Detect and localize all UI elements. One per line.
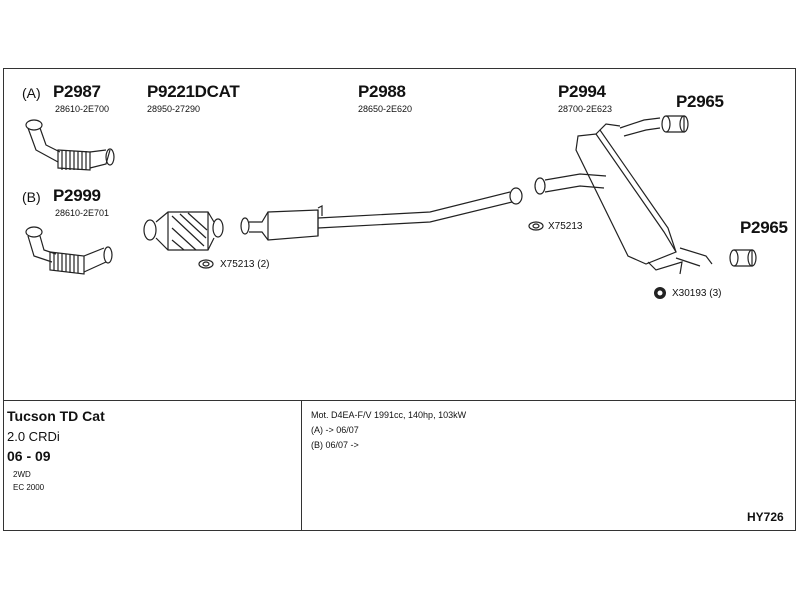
divider-horizontal [3,400,796,401]
part-code-p2965-top[interactable]: P2965 [676,92,724,111]
motor-note: Mot. D4EA-F/V 1991cc, 140hp, 103kW [311,410,467,420]
part-code-p2994[interactable]: P2994 [558,82,606,101]
clamp-label[interactable]: X30193 (3) [672,288,722,299]
catalog-code: HY726 [747,510,784,524]
gasket-label-right[interactable]: X75213 [548,221,583,232]
gasket-label-left[interactable]: X75213 (2) [220,259,270,270]
vehicle-engine: 2.0 CRDi [7,429,60,444]
gasket-symbol-left [198,259,214,269]
oem-number-p2987: 28610-2E700 [55,104,110,114]
variant-b-marker: (B) [22,189,41,205]
oem-number-p2988: 28650-2E620 [358,104,413,114]
middle-pipe-drawing [240,187,523,241]
vehicle-emission: EC 2000 [13,483,45,492]
variant-a-note: (A) -> 06/07 [311,425,359,435]
tail-pipe-top-drawing [661,115,689,133]
part-code-p2965-bottom[interactable]: P2965 [740,218,788,237]
rear-muffler-drawing [534,117,713,275]
oem-number-p2994: 28700-2E623 [558,104,613,114]
part-code-p2988[interactable]: P2988 [358,82,406,101]
vehicle-drive: 2WD [13,470,31,479]
front-pipe-a-drawing [25,119,115,171]
vehicle-model: Tucson TD Cat [7,408,105,424]
diagram-frame [3,68,796,531]
oem-number-p2999: 28610-2E701 [55,208,110,218]
divider-vertical [301,400,302,531]
catalyst-drawing [143,211,224,251]
clamp-symbol [654,287,666,299]
vehicle-years: 06 - 09 [7,448,51,464]
part-code-p9221dcat[interactable]: P9221DCAT [147,82,240,101]
variant-a-marker: (A) [22,85,41,101]
oem-number-p9221dcat: 28950-27290 [147,104,201,114]
part-code-p2987[interactable]: P2987 [53,82,101,101]
part-code-p2999[interactable]: P2999 [53,186,101,205]
gasket-symbol-right [528,221,544,231]
variant-b-note: (B) 06/07 -> [311,440,359,450]
tail-pipe-bottom-drawing [729,249,757,267]
front-pipe-b-drawing [25,226,113,275]
